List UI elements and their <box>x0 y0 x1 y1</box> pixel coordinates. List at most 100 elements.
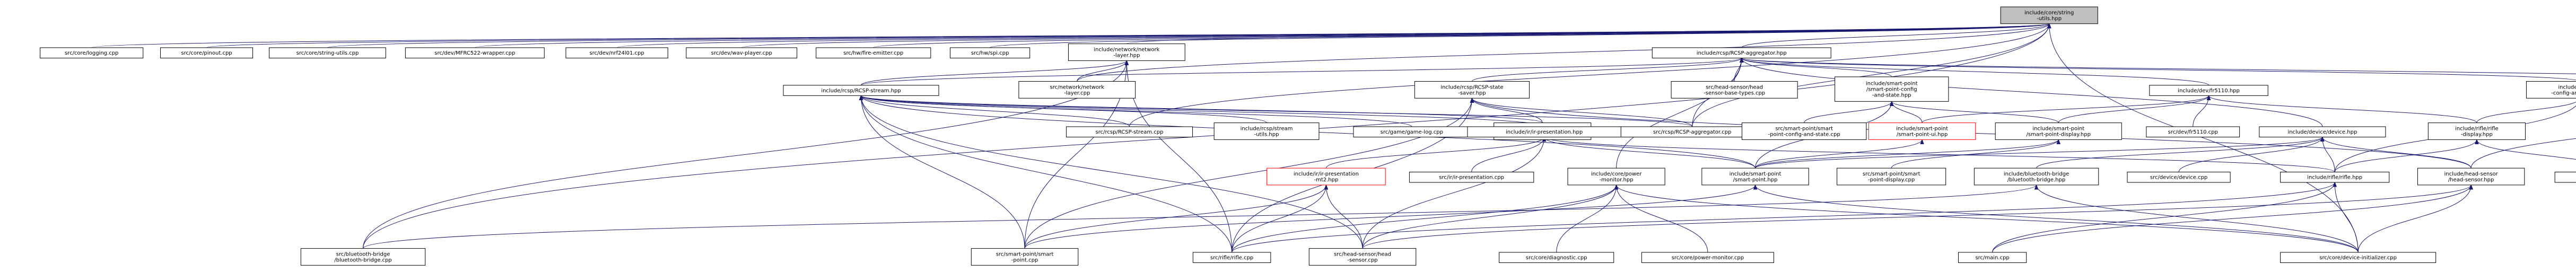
edge-sphpp-to-spcpp <box>1024 184 1758 249</box>
edge-streamhpp-to-irrpreshpp <box>859 94 1545 127</box>
graph-node-spuihpp[interactable]: include/smart-point/smart-point-ui.hpp <box>1868 122 1976 140</box>
node-box <box>1213 122 1320 140</box>
graph-node-headsensorcpp[interactable]: src/head-sensor/head-sensor.cpp <box>1308 248 1417 266</box>
graph-node-statesaverhpp[interactable]: include/rcsp/RCSP-state-saver.hpp <box>1414 81 1530 99</box>
graph-node-streamcpp[interactable]: src/rcsp/RCSP-stream.cpp <box>1066 126 1193 137</box>
node-label: include/bluetooth-bridge <box>2004 171 2069 177</box>
graph-node-devinit[interactable]: src/core/device-initializer.cpp <box>2280 252 2437 263</box>
edge-powermonhpp-to-devinit <box>1614 184 2359 252</box>
edge-irrpreshpp-to-headsensorcpp <box>1362 136 1547 249</box>
graph-node-rifleconfighpp[interactable]: include/rifle/rifle-config-and-state.hpp <box>2526 81 2576 99</box>
graph-node-riflecpp[interactable]: src/rifle/rifle.cpp <box>1192 252 1271 263</box>
node-label: include/network/network <box>1094 47 1159 52</box>
graph-node-streamhpp[interactable]: include/rcsp/RCSP-stream.hpp <box>783 85 939 96</box>
edge-line <box>2476 101 2576 123</box>
edge-streamhpp-to-spcpp <box>859 94 1025 249</box>
node-box <box>2149 85 2268 96</box>
edge-line <box>1362 185 1617 249</box>
node-label: -point-config-and-state.cpp <box>1768 132 1840 138</box>
graph-node-root[interactable]: include/core/string-utils.hpp <box>2000 6 2098 24</box>
node-label: /head-sensor.hpp <box>2448 177 2494 183</box>
graph-node-headsensorhpp[interactable]: include/head-sensor/head-sensor.hpp <box>2417 168 2525 186</box>
edge-streamhpp-to-gamelog <box>859 94 1412 127</box>
graph-node-riflehpp[interactable]: include/rifle/rifle.hpp <box>2280 171 2390 183</box>
node-box <box>1641 252 1774 263</box>
node-box <box>2427 122 2526 140</box>
edge-streamhpp-to-aggrcpp <box>859 94 1693 127</box>
graph-node-smartpointcfg[interactable]: include/smart-point/smart-point-config-a… <box>1835 76 1949 102</box>
edge-root-to-wavplayer <box>741 23 2051 48</box>
graph-node-powermonhpp[interactable]: include/core/power-monitor.hpp <box>1567 168 1665 186</box>
edge-line <box>2058 95 2210 123</box>
graph-node-fr5110cpp[interactable]: src/dev/fr5110.cpp <box>2146 126 2240 137</box>
graph-node-spdispcpp[interactable]: src/smart-point/smart-point-display.cpp <box>1837 168 1946 186</box>
graph-node-btbridgehpp[interactable]: include/bluetooth-bridge/bluetooth-bridg… <box>1974 168 2099 186</box>
graph-node-irpresmt2[interactable]: include/ir/ir-presentation-mt2.hpp <box>1267 168 1386 186</box>
node-box <box>1308 248 1417 266</box>
edge-btbridgehpp-to-btbridgecpp <box>363 184 2039 249</box>
node-box <box>1974 168 2099 186</box>
node-label: -monitor.hpp <box>1600 177 1634 183</box>
edge-line <box>2036 185 2359 252</box>
edge-devicehpp-to-btbridgehpp <box>2036 136 2325 169</box>
graph-node-irrpreshpp[interactable]: include/ir/ir-presentation.hpp <box>1467 126 1621 137</box>
graph-node-spcpp[interactable]: src/smart-point/smart-point.cpp <box>971 248 1079 266</box>
edge-line <box>1471 58 1742 82</box>
node-label: src/core/logging.cpp <box>65 50 118 56</box>
graph-node-rifledispcpp[interactable]: src/rifle/rifle-display.cpp <box>2554 171 2576 183</box>
node-label: -point.cpp <box>1011 257 1038 263</box>
node-label: -sensor.cpp <box>1347 257 1377 263</box>
graph-node-nrf24l01[interactable]: src/dev/nrf24l01.cpp <box>565 47 668 58</box>
graph-node-hwspi[interactable]: src/hw/spi.cpp <box>950 47 1031 58</box>
graph-node-netlayercpp[interactable]: src/network/network-layer.cpp <box>1018 81 1136 99</box>
node-label: include/rcsp/RCSP-aggregator.hpp <box>1697 50 1787 56</box>
node-label: /smart-point-display.hpp <box>2026 132 2091 138</box>
edge-irpresmt2-to-spcpp <box>1024 184 1329 249</box>
graph-node-spdisphpp[interactable]: include/smart-point/smart-point-display.… <box>1995 122 2122 140</box>
edge-smartpointcfg-to-spdisphpp <box>1890 100 2059 124</box>
graph-node-devicecpp[interactable]: src/device/device.cpp <box>2127 171 2231 183</box>
graph-edges <box>91 23 2576 253</box>
node-box <box>1414 81 1530 99</box>
node-label: include/smart-point <box>1730 171 1782 177</box>
edge-powermonhpp-to-riflecpp <box>1232 184 1619 252</box>
node-box <box>1467 126 1621 137</box>
edge-line <box>1325 137 1545 169</box>
graph-node-netlayerhpp[interactable]: include/network/network-layer.hpp <box>1068 43 1185 61</box>
edge-line <box>861 95 1130 127</box>
graph-node-strutils[interactable]: src/core/string-utils.cpp <box>269 47 386 58</box>
graph-node-powermoncpp[interactable]: src/core/power-monitor.cpp <box>1641 252 1774 263</box>
graph-node-logging[interactable]: src/core/logging.cpp <box>40 47 144 58</box>
edge-fr5110hpp-to-spdisphpp <box>2058 94 2211 123</box>
graph-node-maincpp[interactable]: src/main.cpp <box>1958 252 2027 263</box>
graph-node-rifledisphpp[interactable]: include/rifle/rifle-display.hpp <box>2427 122 2526 140</box>
node-label: src/game/game-log.cpp <box>1381 129 1443 135</box>
graph-node-streamutils[interactable]: include/rcsp/stream-utils.hpp <box>1213 122 1320 140</box>
graph-node-sphpp[interactable]: include/smart-point/smart-point.hpp <box>1701 168 1809 186</box>
graph-node-wavplayer[interactable]: src/dev/wav-player.cpp <box>686 47 798 58</box>
edge-line <box>474 23 2050 48</box>
graph-node-pinout[interactable]: src/core/pinout.cpp <box>160 47 254 58</box>
graph-node-mfrc522[interactable]: src/dev/MFRC522-wrapper.cpp <box>405 47 545 58</box>
graph-node-aggrhpp[interactable]: include/rcsp/RCSP-aggregator.hpp <box>1652 47 1831 58</box>
graph-node-diagnostic[interactable]: src/core/diagnostic.cpp <box>1499 252 1614 263</box>
graph-node-fireemitter[interactable]: src/hw/fire-emitter.cpp <box>816 47 931 58</box>
graph-node-gamelog[interactable]: src/game/game-log.cpp <box>1353 126 1471 137</box>
node-label: -layer.cpp <box>1064 90 1090 96</box>
graph-node-btbridgecpp[interactable]: src/bluetooth-bridge/bluetooth-bridge.cp… <box>300 248 426 266</box>
node-box <box>2526 81 2576 99</box>
graph-node-fr5110hpp[interactable]: include/dev/fr5110.hpp <box>2149 85 2268 96</box>
edge-line <box>1755 139 1923 169</box>
node-label: src/network/network <box>1050 84 1105 90</box>
edge-line <box>2322 137 2335 172</box>
graph-node-irprescpp[interactable]: src/ir/ir-presentation.cpp <box>1409 171 1534 183</box>
graph-node-spcfgcpp[interactable]: src/smart-point/smart-point-config-and-s… <box>1741 122 1867 140</box>
edge-fr5110hpp-to-rifledisphpp <box>2206 94 2477 124</box>
edge-btbridgehpp-to-devinit <box>2034 184 2359 252</box>
node-label: src/rifle/rifle.cpp <box>1210 255 1253 261</box>
edge-sphpp-to-devinit <box>1753 184 2359 252</box>
node-label: src/core/string-utils.cpp <box>296 50 359 56</box>
graph-node-devicehpp[interactable]: include/device/device.hpp <box>2259 126 2386 137</box>
graph-node-headsensorbase[interactable]: src/head-sensor/head-sensor-base-types.c… <box>1671 81 1798 99</box>
node-box <box>2000 6 2098 24</box>
